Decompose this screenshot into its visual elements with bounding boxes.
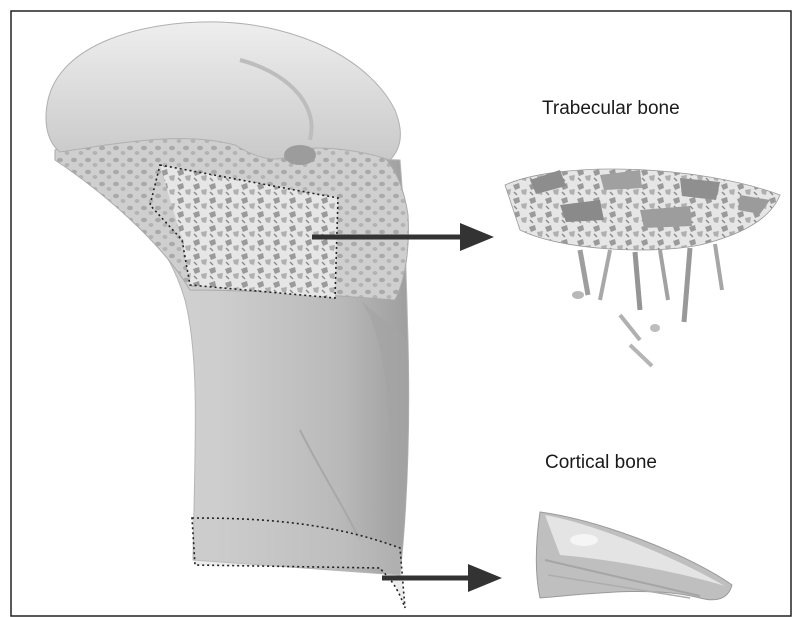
bone-head xyxy=(46,22,400,160)
trabecular-bone-specimen xyxy=(505,169,780,366)
cortical-bone-specimen xyxy=(536,512,732,600)
trabecular-bone-label: Trabecular bone xyxy=(542,98,680,120)
cortical-bone-label: Cortical bone xyxy=(545,452,657,474)
bone-head-notch xyxy=(284,145,316,165)
